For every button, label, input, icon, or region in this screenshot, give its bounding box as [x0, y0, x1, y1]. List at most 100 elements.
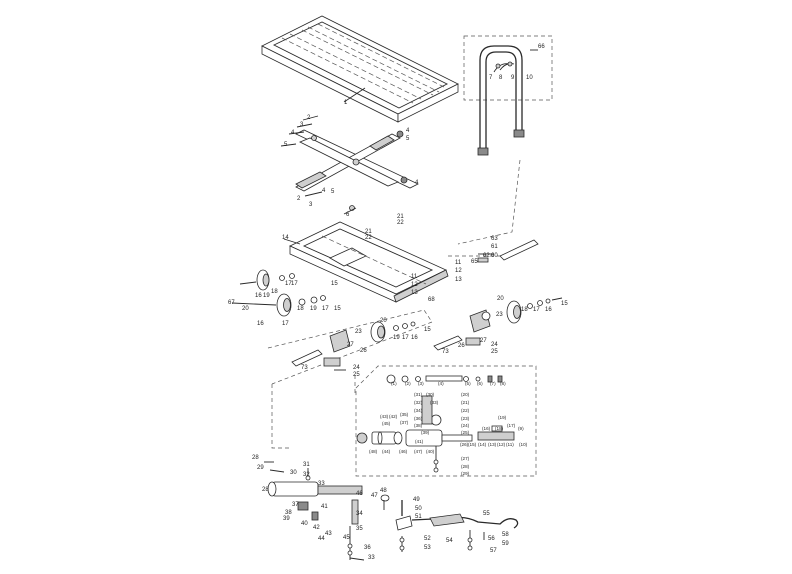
sub-part-callout-s-8: (8) [500, 381, 506, 386]
base-frame [283, 221, 539, 303]
part-callout-c-22b: 22 [365, 235, 372, 241]
sub-part-callout-s-7: (7) [490, 381, 496, 386]
part-callout-c-23a: 23 [355, 329, 362, 335]
pump-unit-detail [355, 365, 537, 477]
part-callout-c-27b: 27 [480, 338, 487, 344]
part-callout-c-28: 28 [252, 455, 259, 461]
sub-part-callout-s-47: (47) [414, 449, 423, 454]
part-callout-c-16a: 16 [255, 293, 262, 299]
part-callout-c-11b: 11 [411, 274, 418, 280]
part-callout-c-43: 43 [325, 531, 332, 537]
part-callout-c-37: 37 [292, 502, 299, 508]
sub-part-callout-s-41: (41) [415, 439, 424, 444]
sub-part-callout-s-21: (21) [461, 400, 470, 405]
part-callout-c-13b: 13 [411, 290, 418, 296]
part-callout-c-24a: 24 [353, 365, 360, 371]
sub-part-callout-s-22: (22) [461, 408, 470, 413]
part-callout-c-15c: 15 [424, 327, 431, 333]
part-callout-c-53: 53 [424, 545, 431, 551]
sub-part-callout-s-9: (9) [518, 426, 524, 431]
part-callout-c-16d: 16 [545, 307, 552, 313]
part-callout-c-11a: 11 [455, 260, 462, 266]
rear-wheel-left [239, 269, 295, 291]
part-callout-c-42: 42 [313, 525, 320, 531]
part-callout-c-17e: 17 [402, 335, 409, 341]
sub-part-callout-s-24: (24) [461, 423, 470, 428]
assembly-leader-lines [271, 159, 521, 449]
sub-part-callout-s-28: (28) [461, 464, 470, 469]
sub-part-callout-s-17: (17) [507, 423, 516, 428]
sub-part-callout-s-32: (32) [414, 400, 423, 405]
table-top-platform [261, 15, 459, 123]
part-callout-c-4c: 4 [415, 180, 419, 186]
part-callout-c-66: 66 [538, 44, 545, 50]
sub-part-callout-s-31: (31) [414, 392, 423, 397]
sub-part-callout-s-30: (30) [426, 392, 435, 397]
part-callout-c-33b: 33 [368, 555, 375, 561]
part-callout-c-33: 33 [318, 481, 325, 487]
sub-part-callout-s-4: (4) [438, 381, 444, 386]
part-callout-c-45: 45 [343, 535, 350, 541]
part-callout-c-16b: 16 [257, 321, 264, 327]
part-callout-c-4d: 4 [322, 188, 326, 194]
part-callout-c-20a: 20 [242, 306, 249, 312]
part-callout-c-23b: 23 [496, 312, 503, 318]
sub-part-callout-s-11: (11) [506, 442, 514, 447]
sub-part-callout-s-18: (18) [495, 426, 504, 431]
sub-part-callout-s-38: (38) [414, 423, 423, 428]
part-callout-c-31: 31 [303, 462, 310, 468]
part-callout-c-10: 10 [526, 75, 533, 81]
part-callout-c-16c: 16 [411, 335, 418, 341]
part-callout-c-36: 36 [364, 545, 371, 551]
part-callout-c-44: 44 [318, 536, 325, 542]
part-callout-c-19c: 19 [393, 335, 400, 341]
part-callout-c-62: 62 [483, 253, 490, 259]
part-callout-c-21b: 21 [365, 229, 372, 235]
part-callout-c-19b: 19 [310, 306, 317, 312]
part-callout-c-15b: 15 [334, 306, 341, 312]
foot-pedal-lever [380, 494, 519, 552]
part-callout-c-2a: 2 [307, 115, 311, 121]
part-callout-c-3a: 3 [300, 122, 304, 128]
sub-part-callout-s-34: (34) [414, 408, 423, 413]
part-callout-c-18c: 18 [521, 307, 528, 313]
part-callout-c-21a: 21 [397, 214, 404, 220]
sub-part-callout-s-5: (5) [465, 381, 471, 386]
part-callout-c-55: 55 [483, 511, 490, 517]
part-callout-c-20b: 20 [380, 318, 387, 324]
part-callout-c-56: 56 [488, 536, 495, 542]
part-callout-c-15a: 15 [331, 281, 338, 287]
part-callout-c-59: 59 [502, 541, 509, 547]
part-callout-c-67: 67 [228, 300, 235, 306]
sub-part-callout-s-25: (25) [461, 430, 470, 435]
part-callout-c-19a: 19 [263, 293, 270, 299]
sub-part-callout-s-23: (23) [461, 416, 470, 421]
part-callout-c-26b: 26 [458, 343, 465, 349]
part-callout-c-14: 14 [282, 235, 289, 241]
part-callout-c-17b: 17 [291, 281, 298, 287]
sub-part-callout-s-6: (6) [477, 381, 483, 386]
part-callout-c-1: 1 [344, 100, 348, 106]
part-callout-c-20c: 20 [497, 296, 504, 302]
part-callout-c-13a: 13 [455, 277, 462, 283]
part-callout-c-34: 34 [356, 511, 363, 517]
sub-part-callout-s-44: (44) [382, 449, 391, 454]
part-callout-c-61: 61 [491, 244, 498, 250]
sub-part-callout-s-29: (29) [461, 471, 470, 476]
sub-part-callout-s-39: (39) [421, 430, 430, 435]
part-callout-c-12b: 12 [411, 282, 418, 288]
part-callout-c-6a: 6 [346, 212, 350, 218]
part-callout-c-18a: 18 [271, 289, 278, 295]
part-callout-c-39: 39 [283, 516, 290, 522]
part-callout-c-68: 68 [428, 297, 435, 303]
part-callout-c-2b: 2 [297, 196, 301, 202]
sub-part-callout-s-42: (42) [389, 414, 398, 419]
part-callout-c-17a: 17 [285, 281, 292, 287]
part-callout-c-28b: 28 [262, 487, 269, 493]
push-handle-assembly [463, 35, 553, 156]
part-callout-c-5c: 5 [331, 189, 335, 195]
part-callout-c-32: 32 [303, 472, 310, 478]
part-callout-c-22a: 22 [397, 220, 404, 226]
sub-part-callout-s-37: (37) [400, 420, 409, 425]
